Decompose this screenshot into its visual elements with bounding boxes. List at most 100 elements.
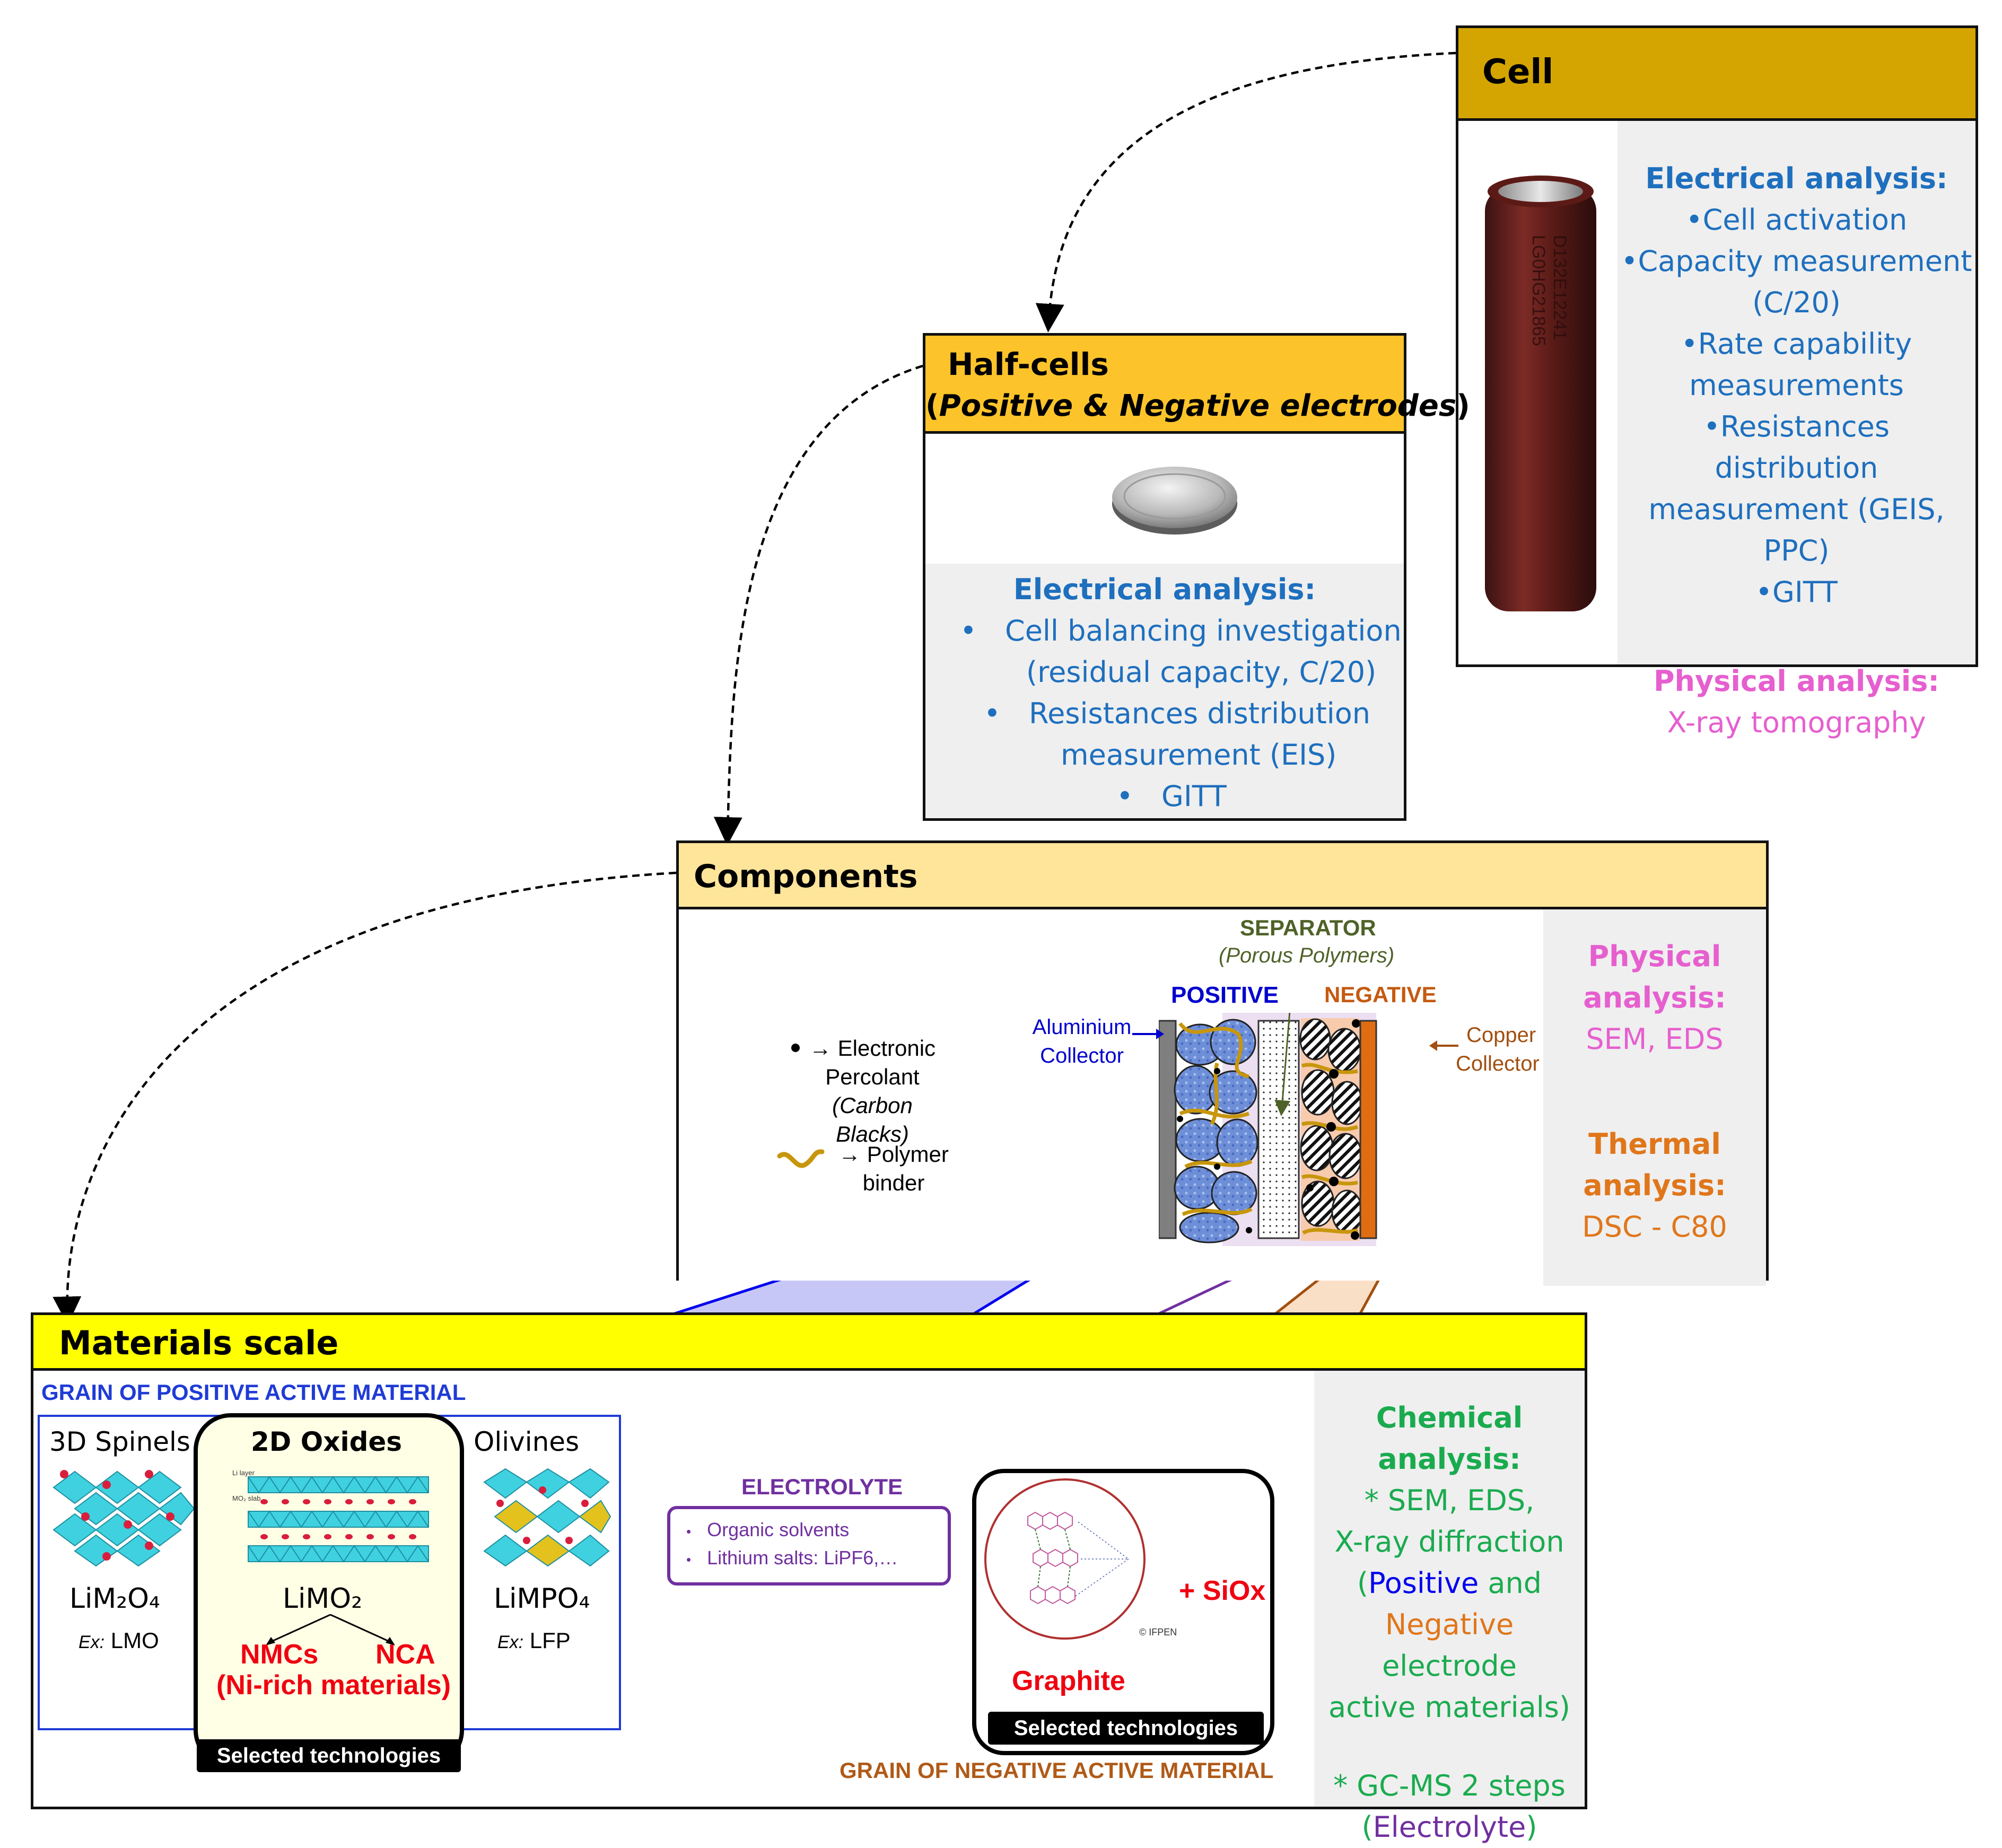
physical-title-line: Physical	[1588, 940, 1721, 973]
half-cells-item: (residual capacity, C/20)	[925, 652, 1404, 693]
spinels-formula: LiM₂O₄	[69, 1583, 160, 1615]
chem-part-negative: Negative	[1385, 1608, 1514, 1641]
thermal-item: DSC - C80	[1582, 1210, 1727, 1243]
oxides-selected-box[interactable]	[194, 1413, 464, 1767]
arrow-components-to-materials	[53, 871, 677, 1325]
cell-physical-item: X-ray tomography	[1667, 706, 1926, 739]
chem-line: Negative electrode	[1314, 1604, 1585, 1687]
chem-title: Chemical analysis:	[1376, 1401, 1523, 1476]
nmc-label: NMCs	[240, 1639, 319, 1670]
chem-part-electrolyte: Electrolyte	[1372, 1810, 1526, 1844]
components-header: Components	[679, 843, 1766, 909]
nmc-nca-split-arrows	[266, 1614, 395, 1645]
polymer-binder-icon	[777, 1149, 825, 1168]
label-line: Aluminium	[1032, 1015, 1132, 1039]
spinels-example: Ex: LMO	[78, 1628, 159, 1653]
half-cells-item: measurement (EIS)	[925, 734, 1404, 776]
legend-binder: → Polymer binder	[830, 1140, 957, 1197]
label-line: Copper	[1466, 1023, 1536, 1047]
bullet: •	[984, 697, 1001, 730]
example-value: LFP	[529, 1628, 571, 1653]
item-text: Cell balancing investigation	[1005, 614, 1402, 647]
electrolyte-item: • Organic solvents	[686, 1519, 850, 1540]
svg-text:LG0HG21865: LG0HG21865	[1528, 235, 1549, 346]
components-panel: Components Physical analysis: SEM, EDS T…	[676, 840, 1769, 1286]
cell-analysis-area	[1618, 121, 1975, 664]
thermal-title-line: Thermal	[1588, 1127, 1721, 1161]
cylindrical-cell-image: LG0HG21865 D132E12241	[1485, 176, 1596, 611]
item-text: Resistances distribution	[1029, 697, 1371, 730]
positive-electrode	[1174, 1019, 1258, 1243]
olivines-label: Olivines	[474, 1426, 580, 1457]
chem-line: active materials)	[1328, 1691, 1570, 1724]
olivine-structure-image	[483, 1468, 611, 1567]
item-text: measurement (EIS)	[1061, 738, 1337, 772]
cell-electrical-item: •Capacity measurement	[1621, 244, 1972, 278]
half-cells-item: • GITT	[925, 776, 1404, 817]
item-text: (residual capacity, C/20)	[1026, 655, 1377, 689]
components-analysis-area	[1543, 909, 1766, 1286]
example-value: LMO	[110, 1628, 159, 1653]
svg-text:D132E12241: D132E12241	[1550, 235, 1570, 340]
cell-electrical-item: (C/20)	[1752, 286, 1841, 319]
subtitle-open-paren: (	[925, 389, 939, 423]
chem-line: * SEM, EDS,	[1364, 1484, 1535, 1517]
thermal-title-line: analysis:	[1583, 1169, 1726, 1202]
legend-percolant: → Electronic Percolant (Carbon Blacks)	[791, 1034, 952, 1149]
coin-cell-image	[1112, 467, 1237, 535]
cell-electrical-analysis: Electrical analysis: •Cell activation •C…	[1618, 158, 1975, 743]
subtitle-close-paren: )	[1456, 389, 1470, 423]
graphite-label: Graphite	[1012, 1666, 1125, 1696]
cell-electrical-title: Electrical analysis:	[1645, 162, 1948, 195]
half-cells-header: Half-cells (Positive & Negative electrod…	[925, 336, 1470, 434]
example-label: Ex:	[497, 1632, 524, 1652]
legend-line: → Electronic	[809, 1036, 936, 1061]
olivines-example: Ex: LFP	[497, 1628, 571, 1653]
half-cells-analysis-area	[925, 564, 1404, 818]
spinels-label: 3D Spinels	[49, 1426, 190, 1457]
cu-collector-pointer	[1429, 1040, 1458, 1051]
materials-panel: Materials scale Chemical analysis: * SEM…	[31, 1312, 1587, 1844]
chem-line: (Positive and	[1314, 1563, 1585, 1604]
carbon-black-dot-icon	[791, 1044, 800, 1052]
oxide-layer-label: Li layer	[232, 1469, 255, 1477]
chem-part: )	[1526, 1810, 1537, 1844]
layered-oxide-structure-image: Li layer MO₂ slab	[232, 1469, 429, 1563]
legend-line: Percolant	[825, 1064, 920, 1089]
legend-line: (Carbon Blacks)	[832, 1093, 913, 1146]
electrolyte-box: • Organic solvents • Lithium salts: LiPF…	[667, 1506, 951, 1586]
separator-layer	[1257, 1020, 1300, 1239]
legend-line: → Polymer	[838, 1142, 949, 1167]
selected-technologies-badge: Selected technologies	[988, 1712, 1264, 1745]
oxides-formula: LiMO₂	[283, 1583, 363, 1615]
graphite-grain-image	[984, 1478, 1146, 1640]
cell-header: Cell	[1458, 28, 1975, 121]
oxides-label: 2D Oxides	[251, 1426, 403, 1457]
electrolyte-item-text: Lithium salts: LiPF6,…	[707, 1547, 898, 1569]
materials-title: Materials scale	[59, 1324, 339, 1362]
cell-electrical-item: •GITT	[1755, 575, 1838, 609]
materials-analysis-area	[1314, 1371, 1585, 1807]
oxide-layer-label: MO₂ slab	[232, 1494, 260, 1502]
copper-collector-label: Copper Collector	[1456, 1021, 1543, 1078]
nca-label: NCA	[375, 1639, 435, 1670]
half-cells-item: • Cell balancing investigation	[925, 610, 1404, 652]
separator-label: SEPARATOR	[1240, 915, 1376, 940]
physical-item: SEM, EDS	[1586, 1022, 1724, 1056]
example-label: Ex:	[78, 1632, 105, 1652]
half-cells-electrical-analysis: Electrical analysis: • Cell balancing in…	[925, 569, 1404, 817]
positive-label: POSITIVE	[1171, 982, 1279, 1008]
label-line: Collector	[1040, 1044, 1124, 1067]
positive-grain-label: GRAIN OF POSITIVE ACTIVE MATERIAL	[41, 1380, 466, 1405]
item-text: GITT	[1161, 780, 1227, 813]
negative-label: NEGATIVE	[1324, 982, 1437, 1007]
copper-collector	[1359, 1020, 1377, 1239]
cell-electrical-item: •Cell activation	[1685, 203, 1908, 237]
subtitle-text: Positive & Negative electrodes	[939, 389, 1457, 423]
cell-electrical-item: measurement (GEIS, PPC)	[1648, 493, 1945, 567]
spinel-structure-image	[53, 1470, 195, 1567]
separator-sublabel: (Porous Polymers)	[1219, 944, 1395, 967]
half-cells-item: • Resistances distribution	[925, 693, 1404, 734]
bullet: •	[1116, 780, 1133, 813]
cell-physical-title: Physical analysis:	[1653, 664, 1940, 698]
